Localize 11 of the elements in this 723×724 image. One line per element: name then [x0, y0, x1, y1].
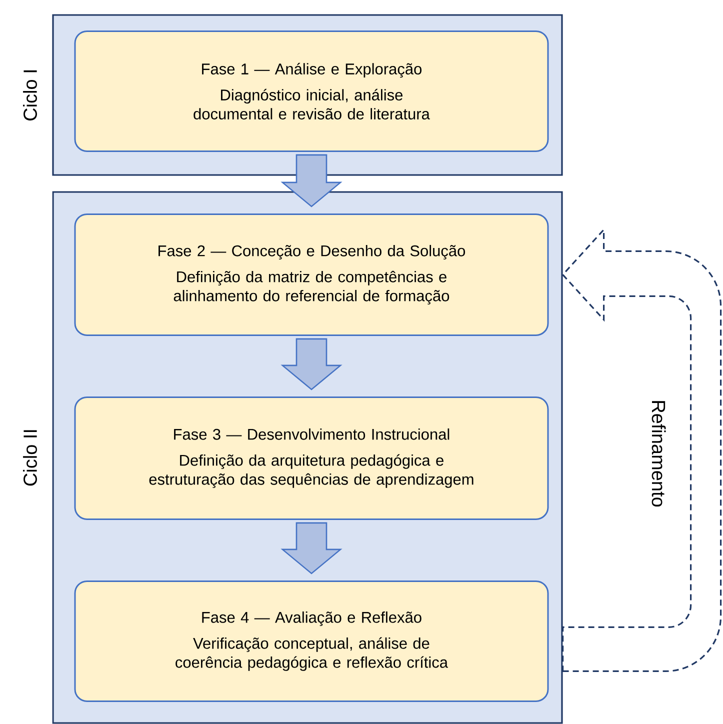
block-arrow: [280, 338, 342, 390]
node-label: Ciclo II: [23, 430, 37, 486]
block-arrow: [280, 154, 342, 208]
node-label: Ciclo I: [23, 70, 37, 120]
phase-box: Fase 3 — Desenvolvimento Instrucional Definição da arquitetura pedagógica e estruturação das sequências de aprendizagem: [74, 396, 549, 520]
phase-box: Fase 2 — Conceção e Desenho da Solução Definição da matriz de competências e alinhamento do referencial de formação: [74, 213, 549, 336]
block-arrow: [280, 522, 342, 574]
edge-label: Refinamento: [652, 401, 666, 507]
phase-box: Fase 1 — Análise e Exploração Diagnóstico inicial, análise documental e revisão de literatura: [74, 30, 549, 152]
phase-box: Fase 4 — Avaliação e Reflexão Verificação conceptual, análise de coerência pedagógica e reflexão crítica: [74, 580, 549, 702]
loop-arrow: [562, 228, 722, 672]
